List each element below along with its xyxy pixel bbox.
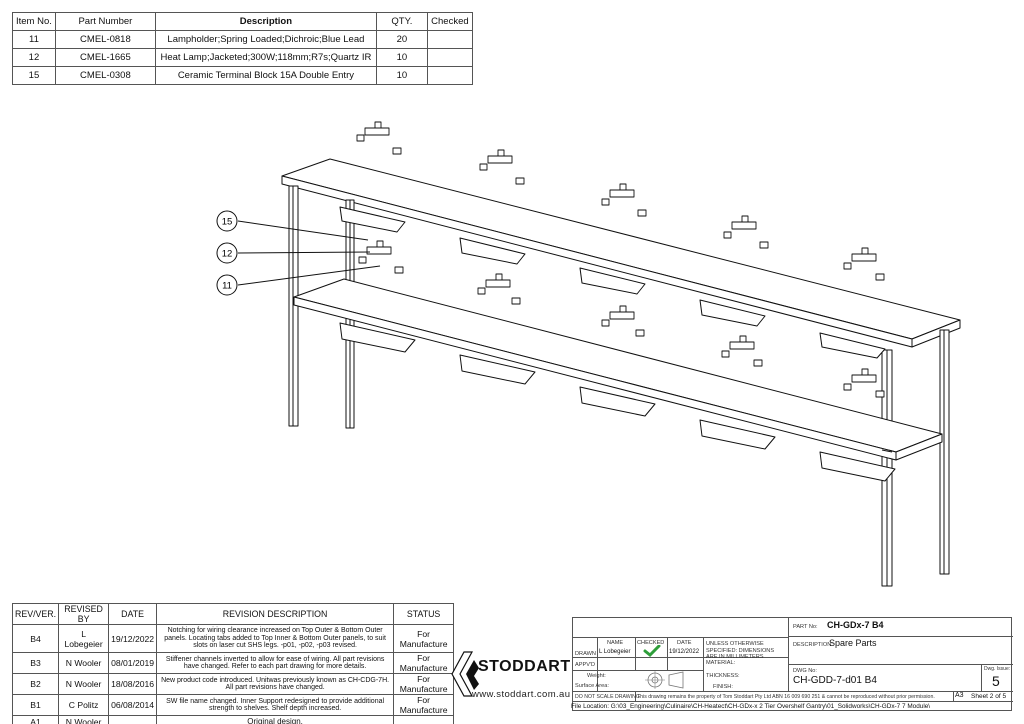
cell-date: 18/08/2016 (108, 673, 158, 695)
table-row: 11 CMEL-0818 Lampholder;Spring Loaded;Di… (12, 30, 473, 49)
file-location: File Location: G:\03_Engineering\Culinai… (571, 703, 931, 710)
balloon-12: 12 (216, 242, 238, 264)
thickness-label: THICKNESS: (706, 673, 740, 679)
logo-url: www.stoddart.com.au (472, 689, 571, 700)
top-shelf-side (911, 319, 961, 348)
drawn-name: L Lobegeier (599, 649, 631, 655)
logo-wordmark: STODDART (478, 658, 571, 675)
cell-date: 06/08/2014 (108, 694, 158, 716)
table-row: B3 N Wooler 08/01/2019 Stiffener channel… (11, 652, 455, 674)
leader-11 (237, 265, 381, 286)
cell-revised-by: N Wooler (58, 715, 110, 724)
header-status: STATUS (393, 603, 455, 625)
table-row: B1 C Politz 06/08/2014 SW file name chan… (11, 694, 455, 716)
description-label: DESCRIPTION: (793, 642, 833, 648)
header-date: DATE (108, 603, 158, 625)
projection-symbol-icon (645, 671, 684, 689)
balloon-15: 15 (216, 210, 238, 232)
cell-revised-by: L Lobegeier (58, 624, 110, 653)
cell-part-number: CMEL-0308 (54, 66, 156, 85)
dwg-no: CH-GDD-7-d01 B4 (793, 675, 877, 686)
cell-status: For Manufacture (393, 673, 455, 695)
dwg-issue: 5 (992, 673, 1000, 689)
balloon-11: 11 (216, 274, 238, 296)
cell-description: Original design. (156, 715, 395, 724)
drawn-date: 19/12/2022 (669, 649, 700, 655)
lamp-housings-top (339, 206, 886, 359)
bottom-shelf-side (895, 433, 943, 461)
sheet-size: A3 (955, 692, 964, 699)
cell-rev: B1 (11, 694, 60, 716)
cell-rev: B4 (11, 624, 60, 653)
leader-12 (237, 251, 371, 254)
cell-rev: B3 (11, 652, 60, 674)
header-revision-description: REVISION DESCRIPTION (156, 603, 395, 625)
table-row: B2 N Wooler 18/08/2016 New product code … (11, 673, 455, 695)
check-icon (643, 645, 661, 657)
cell-status: For Manufacture (393, 624, 455, 653)
title-block: PART No: CH-GDx-7 B4 DESCRIPTION: Spare … (571, 617, 1013, 711)
cell-description: Stiffener channels inverted to allow for… (156, 652, 395, 674)
balloon-label: 11 (222, 281, 232, 292)
balloon-label: 12 (222, 249, 233, 260)
cell-item: 15 (12, 66, 56, 85)
appvd-label: APPV'D (575, 662, 596, 668)
cell-status (393, 715, 455, 724)
cell-checked (426, 66, 473, 85)
cell-date: 19/12/2022 (108, 624, 158, 653)
finish-label: FINISH: (713, 684, 733, 690)
cell-revised-by: N Wooler (58, 673, 110, 695)
header-revised-by: REVISED BY (58, 603, 110, 625)
table-row: A1 N Wooler Original design. (11, 715, 455, 724)
description-value: Spare Parts (829, 638, 877, 648)
cell-revised-by: C Politz (58, 694, 110, 716)
cell-status: For Manufacture (393, 652, 455, 674)
unless-note: UNLESS OTHERWISE SPECIFIED: DIMENSIONS A… (706, 641, 775, 660)
balloon-label: 15 (222, 217, 233, 228)
cell-description: New product code introduced. Unitwas pre… (156, 673, 395, 695)
cell-date (108, 715, 158, 724)
cell-description: SW file name changed. Inner Support rede… (156, 694, 395, 716)
dwg-issue-label: Dwg. Issue: (984, 666, 1011, 672)
table-row: 15 CMEL-0308 Ceramic Terminal Block 15A … (12, 66, 473, 85)
name-label: NAME (607, 640, 624, 646)
surface-area-label: Surface Area: (575, 683, 609, 689)
checked-label: CHECKED (637, 640, 665, 646)
weight-label: Weight: (587, 673, 606, 679)
table-row: B4 L Lobegeier 19/12/2022 Notching for w… (11, 624, 455, 653)
header-rev: REV/VER. (11, 603, 60, 625)
cell-date: 08/01/2019 (108, 652, 158, 674)
part-no-label: PART No: (793, 624, 818, 630)
cell-revised-by: N Wooler (58, 652, 110, 674)
do-not-scale: DO NOT SCALE DRAWING (575, 693, 640, 700)
bottom-shelf-front (293, 296, 897, 461)
material-label: MATERIAL: (706, 660, 736, 666)
revision-table: REV/VER. REVISED BY DATE REVISION DESCRI… (11, 603, 455, 724)
property-note: This drawing remains the property of Tom… (637, 693, 935, 700)
sheet-number: Sheet 2 of 5 (971, 693, 1007, 700)
cell-description: Notching for wiring clearance increased … (156, 624, 395, 653)
date-label: DATE (677, 640, 692, 646)
dwg-no-label: DWG No: (793, 668, 817, 674)
lamp-housings-bottom (339, 322, 896, 482)
cell-rev: A1 (11, 715, 60, 724)
drawn-label: DRAWN (575, 651, 596, 657)
leader-15 (237, 220, 369, 241)
part-no: CH-GDx-7 B4 (827, 620, 884, 630)
cell-rev: B2 (11, 673, 60, 695)
gantry-drawing: 15 12 11 (216, 121, 961, 587)
parts-table: Item No. Part Number Description QTY. Ch… (12, 12, 473, 85)
exploded-components (356, 121, 885, 398)
table-row: 12 CMEL-1665 Heat Lamp;Jacketed;300W;118… (12, 48, 473, 67)
cell-status: For Manufacture (393, 694, 455, 716)
